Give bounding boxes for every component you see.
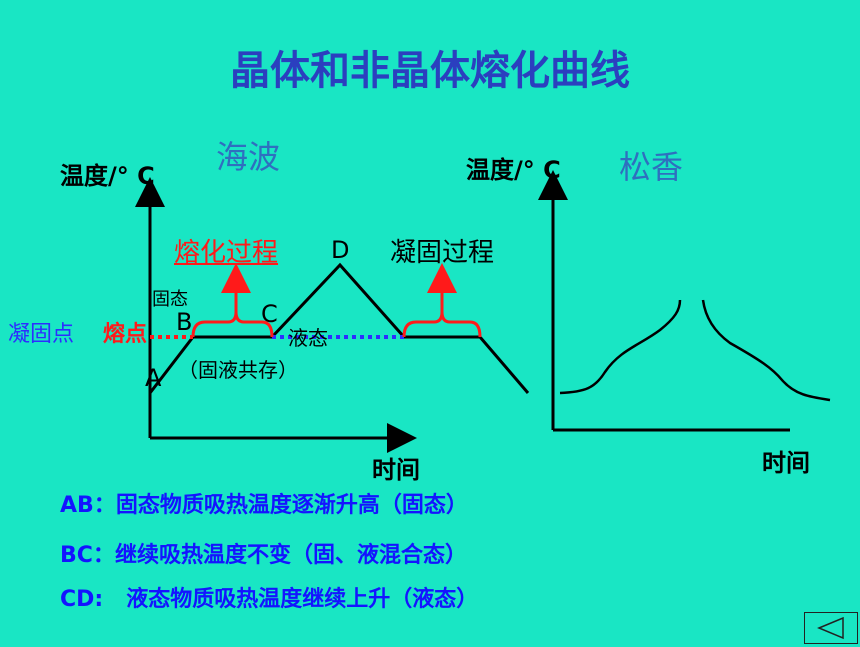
description-ab: AB：固态物质吸热温度逐渐升高（固态） <box>60 487 468 519</box>
liquid-state-label: 液态 <box>288 326 328 350</box>
solid-state-label: 固态 <box>152 289 188 310</box>
solidifying-process-label: 凝固过程 <box>390 238 495 268</box>
amorphous-y-axis-label: 温度/° C <box>466 156 561 184</box>
melting-point-label: 熔点 <box>103 322 148 347</box>
solidifying-brace <box>402 311 482 338</box>
description-bc-text: 继续吸热温度不变（固、液混合态） <box>114 543 467 568</box>
description-ab-label: AB <box>60 493 94 518</box>
description-ab-sep: ： <box>93 493 116 518</box>
coexist-state-label: （固液共存） <box>178 358 298 382</box>
description-bc: BC：继续吸热温度不变（固、液混合态） <box>60 537 467 569</box>
point-a-label: A <box>145 364 162 392</box>
amorphous-x-axis-label: 时间 <box>762 449 810 477</box>
back-button[interactable] <box>804 612 858 644</box>
amorphous-solidifying-curve <box>701 299 831 402</box>
back-arrow-icon <box>817 616 844 640</box>
amorphous-melting-curve <box>559 299 682 395</box>
description-bc-sep: ： <box>92 543 115 568</box>
description-cd-label: CD <box>60 587 95 612</box>
description-bc-label: BC <box>60 543 93 568</box>
melting-process-label: 熔化过程 <box>174 238 279 268</box>
freezing-point-label: 凝固点 <box>8 322 75 347</box>
amorphous-name: 松香 <box>619 148 684 186</box>
description-cd: CD: 液态物质吸热温度继续上升（液态） <box>60 581 478 613</box>
point-b-label: B <box>176 308 193 336</box>
page-title: 晶体和非晶体熔化曲线 <box>230 48 630 94</box>
point-c-label: C <box>261 300 278 328</box>
description-ab-text: 固态物质吸热温度逐渐升高（固态） <box>115 493 468 518</box>
crystal-x-axis-label: 时间 <box>372 456 420 484</box>
crystal-name: 海波 <box>216 138 281 176</box>
crystal-y-axis-label: 温度/° C <box>60 162 155 190</box>
description-cd-sep: : <box>94 587 127 612</box>
point-d-label: D <box>331 236 350 264</box>
description-cd-text: 液态物质吸热温度继续上升（液态） <box>126 587 479 612</box>
